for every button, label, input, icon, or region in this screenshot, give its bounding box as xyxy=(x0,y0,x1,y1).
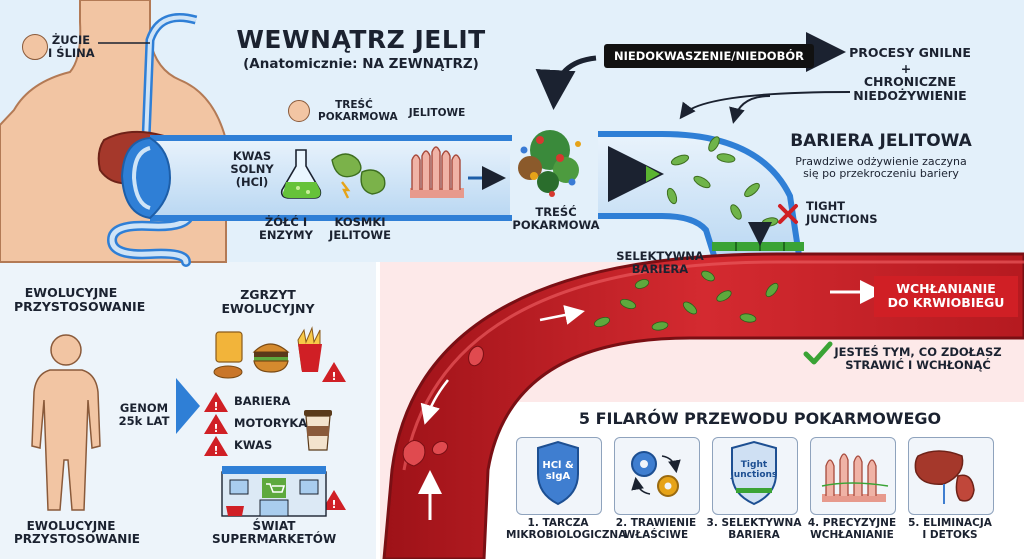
svg-text:!: ! xyxy=(331,370,336,383)
pillar-2 xyxy=(614,437,700,515)
nutrient-particles-icon xyxy=(593,270,779,331)
genome-label: GENOM 25k LAT xyxy=(118,401,170,428)
eating-person-icon xyxy=(288,100,310,122)
warning-motility: MOTORYKA xyxy=(234,416,308,430)
mouth-icon xyxy=(22,34,48,60)
stomach-icon xyxy=(120,136,172,220)
villi-icon xyxy=(410,146,464,198)
page-title: WEWNĄTRZ JELIT xyxy=(236,25,486,54)
villi-label: KOSMKI JELITOWE xyxy=(329,215,391,242)
svg-text:!: ! xyxy=(213,400,218,413)
junk-food-icon xyxy=(213,326,322,379)
warning-icons: ! ! ! ! ! xyxy=(204,362,346,511)
evolution-top-label: EWOLUCYJNE PRZYSTOSOWANIE xyxy=(14,285,146,314)
clash-label: ZGRZYT EWOLUCYJNY xyxy=(221,287,315,316)
page-subtitle: (Anatomicznie: NA ZEWNĄTRZ) xyxy=(243,56,479,72)
barrier-subtitle: Prawdziwe odżywienie zaczyna się po prze… xyxy=(795,155,967,181)
tight-junctions-label: TIGHT JUNCTIONS xyxy=(806,199,878,226)
warning-acid: KWAS xyxy=(234,438,273,452)
pillar-4-label: 4. PRECYZYJNE WCHŁANIANIE xyxy=(807,517,897,541)
supermarket-label: ŚWIAT SUPERMARKETÓW xyxy=(212,519,337,547)
tight-junction-x-icon xyxy=(778,204,798,224)
evolution-bottom-label: EWOLUCYJNE PRZYSTOSOWANIE xyxy=(14,519,140,547)
supermarket-icon xyxy=(221,466,327,517)
pillar-5 xyxy=(908,437,994,515)
food-content-label-top: TREŚĆ POKARMOWA xyxy=(318,99,398,123)
bile-label: ŻÓŁĆ I ENZYMY xyxy=(259,215,313,242)
pillar-3-label: 3. SELEKTYWNA BARIERA xyxy=(706,517,802,541)
svg-text:!: ! xyxy=(213,444,218,457)
selective-barrier-label: SELEKTYWNA BARIERA xyxy=(616,249,704,276)
pillar-2-label: 2. TRAWIENIE WŁAŚCIWE xyxy=(615,517,697,541)
malnutrition-label: CHRONICZNE NIEDOŻYWIENIE xyxy=(853,74,967,103)
you-are-label: JESTEŚ TYM, CO ZDOŁASZ STRAWIĆ I WCHŁONĄ… xyxy=(834,345,1002,372)
pillars-title: 5 FILARÓW PRZEWODU POKARMOWEGO xyxy=(578,409,942,428)
food-content-label-mid: TREŚĆ POKARMOWA xyxy=(512,205,600,232)
pillar-3-icon-text: Tight junctions xyxy=(730,460,778,481)
bacteria-icon xyxy=(666,136,779,227)
putrefaction-label: PROCESY GNILNE xyxy=(849,45,971,60)
blood-vessel xyxy=(382,252,1024,559)
evolution-arrow-icon xyxy=(176,378,200,434)
bile-enzymes-icon xyxy=(331,153,386,199)
pillar-4 xyxy=(810,437,896,515)
human-figure-icon xyxy=(31,334,101,511)
intestinal-label: JELITOWE xyxy=(408,107,466,119)
warning-barrier: BARIERA xyxy=(234,394,291,408)
coffee-cup-icon xyxy=(304,410,332,451)
pillar-1-label: 1. TARCZA MIKROBIOLOGICZNA xyxy=(506,517,627,541)
hypoacidity-pill: NIEDOKWASZENIE/NIEDOBÓR xyxy=(604,44,814,68)
acid-flask-icon xyxy=(280,149,322,199)
pillar-5-label: 5. ELIMINACJA I DETOKS xyxy=(908,517,992,541)
food-particles-icon xyxy=(518,130,581,197)
pillar-1-icon-text: HCl & sIgA xyxy=(542,460,574,483)
selective-barrier-icon xyxy=(712,222,804,251)
absorption-tag: WCHŁANIANIE DO KRWIOBIEGU xyxy=(874,276,1018,317)
svg-text:!: ! xyxy=(213,422,218,435)
svg-text:!: ! xyxy=(331,498,336,511)
barrier-title: BARIERA JELITOWA xyxy=(790,131,972,151)
plus-label: + xyxy=(900,61,912,76)
chewing-label: ŻUCIE I ŚLINA xyxy=(48,33,95,60)
check-icon xyxy=(803,341,833,365)
hypoacidity-arrow xyxy=(535,55,597,110)
blood-cells-icon xyxy=(402,345,484,467)
hcl-label: KWAS SOLNY (HCl) xyxy=(230,149,274,189)
